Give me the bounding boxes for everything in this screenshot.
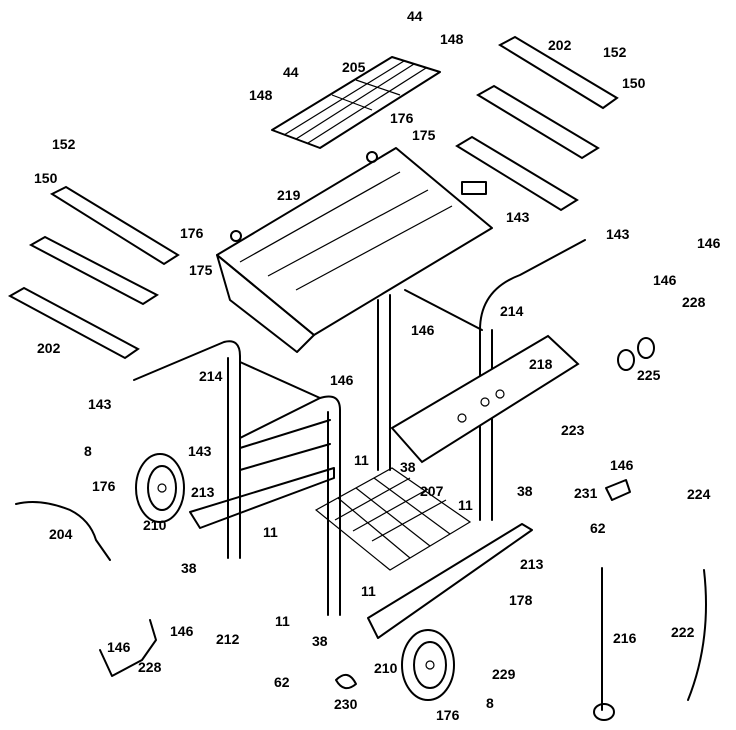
label-175: 175 (412, 127, 436, 143)
label-152: 152 (603, 44, 627, 60)
label-38: 38 (181, 560, 197, 576)
label-146: 146 (697, 235, 721, 251)
label-8: 8 (486, 695, 494, 711)
label-178: 178 (509, 592, 533, 608)
label-224: 224 (687, 486, 711, 502)
label-231: 231 (574, 485, 598, 501)
label-146: 146 (330, 372, 354, 388)
label-204: 204 (49, 526, 73, 542)
wheel-right (401, 629, 455, 701)
label-143: 143 (188, 443, 212, 459)
label-218: 218 (529, 356, 553, 372)
label-214: 214 (199, 368, 223, 384)
label-176: 176 (180, 225, 204, 241)
label-143: 143 (88, 396, 112, 412)
label-143: 143 (606, 226, 630, 242)
label-150: 150 (34, 170, 58, 186)
label-62: 62 (590, 520, 606, 536)
wheel-left (135, 453, 185, 523)
label-210: 210 (374, 660, 398, 676)
label-219: 219 (277, 187, 301, 203)
firebox (216, 147, 493, 353)
label-202: 202 (37, 340, 61, 356)
label-146: 146 (653, 272, 677, 288)
label-11: 11 (263, 524, 278, 540)
label-148: 148 (440, 31, 464, 47)
label-228: 228 (682, 294, 706, 310)
label-210: 210 (143, 517, 167, 533)
label-44: 44 (283, 64, 299, 80)
label-225: 225 (637, 367, 661, 383)
label-228: 228 (138, 659, 162, 675)
cooking-grate (271, 56, 441, 149)
label-11: 11 (275, 613, 290, 629)
label-176: 176 (390, 110, 414, 126)
label-146: 146 (170, 623, 194, 639)
label-213: 213 (520, 556, 544, 572)
label-38: 38 (400, 459, 416, 475)
frame-left (133, 340, 341, 616)
shelf-slats-right (455, 35, 619, 212)
label-230: 230 (334, 696, 358, 712)
label-175: 175 (189, 262, 213, 278)
label-216: 216 (613, 630, 637, 646)
heat-shield (390, 334, 580, 464)
label-213: 213 (191, 484, 215, 500)
label-38: 38 (312, 633, 328, 649)
label-176: 176 (436, 707, 460, 723)
label-11: 11 (458, 497, 473, 513)
label-146: 146 (411, 322, 435, 338)
label-222: 222 (671, 624, 695, 640)
label-152: 152 (52, 136, 76, 152)
label-202: 202 (548, 37, 572, 53)
label-62: 62 (274, 674, 290, 690)
bottom-grate (314, 467, 472, 571)
label-148: 148 (249, 87, 273, 103)
label-207: 207 (420, 483, 444, 499)
label-205: 205 (342, 59, 366, 75)
small-parts (15, 337, 707, 721)
label-38: 38 (517, 483, 533, 499)
label-176: 176 (92, 478, 116, 494)
part-labels: 44 148 202 152 150 44 205 148 176 175 15… (34, 8, 721, 723)
label-212: 212 (216, 631, 240, 647)
label-214: 214 (500, 303, 524, 319)
label-11: 11 (361, 583, 376, 599)
label-229: 229 (492, 666, 516, 682)
label-8: 8 (84, 443, 92, 459)
label-223: 223 (561, 422, 585, 438)
label-146: 146 (610, 457, 634, 473)
label-143: 143 (506, 209, 530, 225)
label-44: 44 (407, 8, 423, 24)
label-11: 11 (354, 452, 369, 468)
label-150: 150 (622, 75, 646, 91)
label-146: 146 (107, 639, 131, 655)
shelf-slats-left (7, 185, 180, 360)
